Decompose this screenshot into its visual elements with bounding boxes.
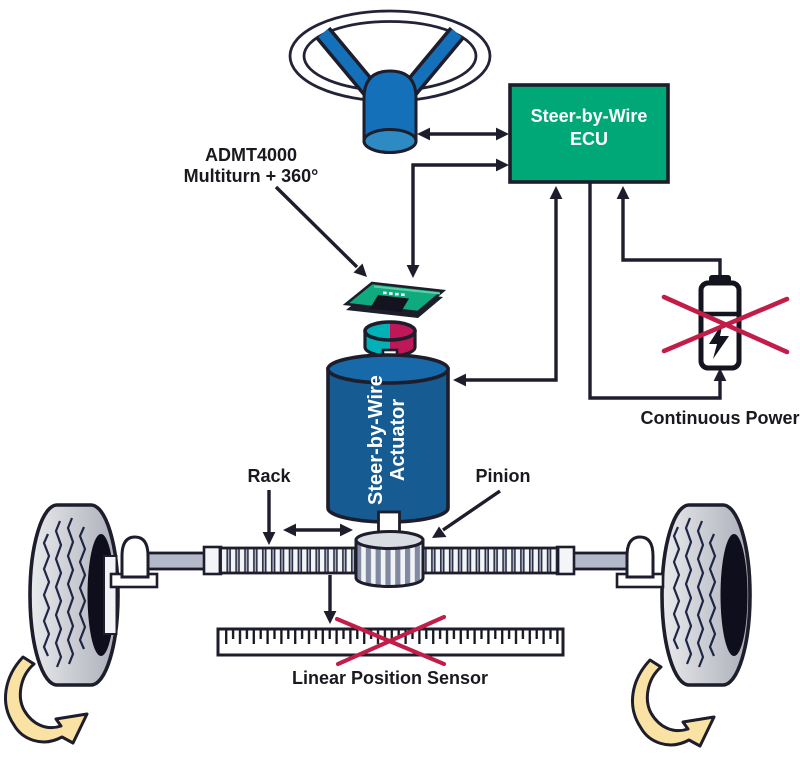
arrowhead-left-icon	[453, 373, 466, 387]
wheel-rim	[288, 9, 492, 103]
rotation-arrow-left	[4, 655, 89, 745]
rotation-arrow-right	[631, 658, 716, 748]
arrowhead-left-icon	[283, 523, 296, 537]
linear-position-sensor: Linear Position Sensor	[216, 614, 565, 688]
ecu-label-line2: ECU	[570, 129, 608, 149]
rack-and-pinion: Rack Pinion	[109, 466, 665, 589]
battery-cross-icon	[661, 294, 790, 355]
tire-right	[660, 503, 752, 687]
steering-wheel-icon	[288, 9, 492, 154]
actuator-label-line2: Actuator	[387, 399, 409, 481]
lightning-icon	[709, 322, 729, 359]
admt-label-line2: Multiturn + 360°	[184, 166, 319, 186]
continuous-power: Continuous Power	[641, 275, 800, 428]
arrowhead-up-icon	[549, 186, 563, 199]
steering-column-end	[362, 128, 418, 154]
arrowhead-diagonal-icon	[432, 526, 447, 538]
arrowhead-right-icon	[340, 523, 353, 537]
battery-icon	[698, 275, 742, 371]
actuator-top	[326, 353, 450, 385]
ecu-box: Steer-by-Wire ECU	[508, 83, 670, 184]
tire-tread	[42, 517, 87, 668]
tire-left	[28, 503, 120, 687]
pinion-body	[354, 538, 425, 588]
arrowhead-left-icon	[417, 127, 430, 141]
rack-label: Rack	[247, 466, 291, 486]
steering-knuckle-left	[109, 535, 159, 589]
tie-rod-left	[145, 551, 209, 571]
sensor-ecu-link	[411, 163, 497, 265]
admt-label-line1: ADMT4000	[205, 145, 297, 165]
tire-tread	[672, 517, 717, 668]
tire-rim-opening	[720, 534, 748, 656]
pinion-top	[354, 530, 425, 550]
knuckle-dome	[625, 535, 655, 579]
chip-pins	[383, 291, 405, 296]
ecu-rect	[508, 83, 670, 184]
pinion-label: Pinion	[476, 466, 531, 486]
pinion-label-pointer	[442, 489, 501, 532]
connector-lines	[262, 127, 727, 624]
ecu-actuator-link	[465, 198, 558, 382]
ecu-label-line1: Steer-by-Wire	[531, 106, 648, 126]
knuckle-dome	[120, 535, 150, 579]
arrowhead-up-icon	[713, 368, 727, 381]
arrowhead-down-icon	[262, 532, 276, 545]
arrowhead-up-icon	[616, 186, 630, 199]
arrowhead-right-icon	[496, 127, 509, 141]
steering-knuckle-right	[615, 535, 665, 589]
arrowhead-right-icon	[496, 158, 509, 172]
rack-end-cap-right	[555, 545, 576, 576]
continuous-power-label: Continuous Power	[641, 408, 800, 428]
pinion	[354, 530, 425, 588]
arrowhead-down-icon	[323, 611, 337, 624]
sensor-cross-icon	[334, 614, 447, 667]
admt-label: ADMT4000 Multiturn + 360°	[184, 145, 319, 186]
wheel-hub	[103, 555, 118, 635]
rack-end-cap-left	[202, 545, 223, 576]
ecu-battery-link	[588, 183, 722, 400]
arrowhead-diagonal-icon	[353, 263, 367, 277]
position-sensor-pcb	[342, 281, 447, 318]
pcb-edge-highlight	[373, 285, 441, 295]
linear-sensor-label: Linear Position Sensor	[292, 668, 488, 688]
chip-icon	[370, 295, 409, 312]
admt-label-pointer	[274, 185, 359, 269]
actuator: Steer-by-Wire Actuator	[326, 353, 450, 524]
tie-rod-right	[571, 551, 635, 571]
actuator-label-line1: Steer-by-Wire	[365, 375, 387, 505]
arrowhead-down-icon	[406, 265, 420, 278]
magnet	[363, 320, 417, 358]
battery-ecu-link	[621, 198, 722, 276]
